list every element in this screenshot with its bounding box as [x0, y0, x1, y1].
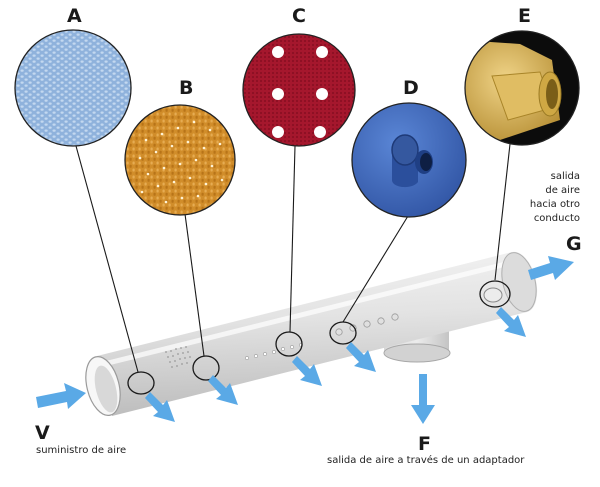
callout-ring-c	[275, 331, 303, 357]
arrow-supply	[36, 383, 86, 409]
callout-rings	[127, 280, 511, 395]
caption-other-duct-line-2: de aire	[545, 185, 580, 196]
callout-line-b	[184, 213, 205, 357]
callout-line-e	[494, 143, 511, 281]
callout-lines	[75, 143, 511, 373]
label-b: B	[179, 77, 194, 99]
label-v: V	[35, 422, 50, 444]
callout-ring-d	[329, 321, 357, 345]
arrow-outlet-c	[292, 356, 322, 386]
micro-perforated-fabric-icon	[124, 104, 236, 216]
caption-other-duct-line-3: hacia otro	[529, 199, 580, 210]
duct-adapter-collar-icon	[464, 30, 580, 146]
label-d: D	[403, 77, 419, 99]
label-c: C	[292, 5, 306, 27]
label-g: G	[566, 233, 582, 255]
caption-other-duct: salida de aire hacia otro conducto	[520, 170, 580, 226]
callout-ring-b	[192, 355, 220, 381]
nozzle-row	[335, 313, 399, 336]
arrow-outlet-d	[346, 342, 376, 372]
caption-air-supply: suministro de aire	[36, 445, 127, 456]
arrow-outlet-a	[145, 392, 175, 422]
duct-top-highlight	[103, 259, 515, 367]
microperforation-zone	[165, 346, 191, 368]
duct-body	[97, 251, 538, 416]
caption-other-duct-line-1: salida	[550, 171, 580, 182]
perforation-row	[245, 343, 303, 360]
label-f: F	[418, 433, 431, 455]
adapter-outlet-rim	[383, 343, 451, 363]
callout-ring-e	[479, 280, 511, 308]
label-e: E	[518, 5, 531, 27]
fabric-duct	[85, 251, 538, 416]
arrow-outlet-g	[528, 256, 574, 280]
arrow-outlet-e	[496, 307, 526, 337]
arrow-outlet-b	[208, 375, 238, 405]
air-arrows	[36, 256, 574, 424]
perforated-red-fabric-icon	[242, 33, 356, 147]
caption-adapter-outlet: salida de aire a través de un adaptador	[327, 455, 525, 466]
fabric-weave-blue-icon	[14, 29, 132, 147]
callout-line-a	[75, 145, 139, 373]
callout-line-d	[342, 215, 409, 323]
callout-ring-a	[127, 371, 155, 395]
arrow-outlet-f	[411, 374, 435, 424]
caption-other-duct-line-4: conducto	[533, 213, 580, 224]
callout-line-c	[289, 145, 296, 333]
duct-inlet-shadow	[94, 365, 118, 413]
end-adapter	[483, 287, 503, 303]
label-a: A	[67, 5, 82, 27]
nozzle-blue-fabric-icon	[351, 102, 467, 218]
